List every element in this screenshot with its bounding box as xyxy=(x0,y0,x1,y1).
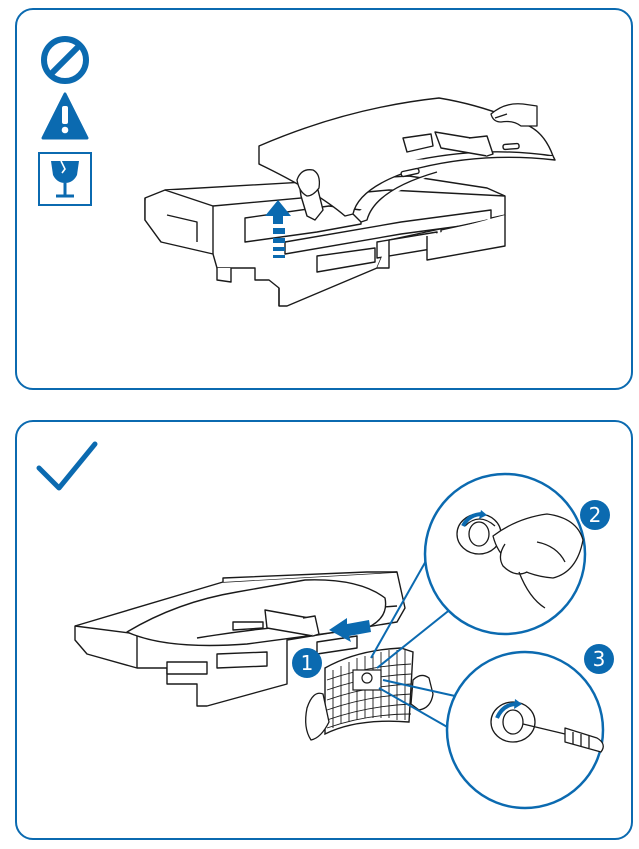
stand-base xyxy=(324,647,414,736)
monitor-in-packaging xyxy=(74,571,406,707)
arrow-left-icon xyxy=(329,618,371,642)
detail-circle-tighten-screwdriver xyxy=(445,650,605,810)
hand-left xyxy=(296,169,321,197)
instruction-panel-lift xyxy=(15,8,633,390)
monitor xyxy=(258,97,556,223)
warning-icon xyxy=(41,92,89,140)
checkmark-icon xyxy=(36,441,98,491)
step-badge-1: 1 xyxy=(292,648,322,678)
instruction-panel-attach: 1 2 3 xyxy=(15,420,633,840)
lift-illustration xyxy=(38,36,556,307)
fragile-glass-icon xyxy=(38,152,92,206)
attach-illustration xyxy=(36,441,605,810)
arrow-up-icon xyxy=(265,200,291,258)
detail-circle-tighten-by-hand xyxy=(423,472,587,636)
hand-right xyxy=(490,103,538,127)
packaging-foam xyxy=(144,175,506,307)
prohibited-icon xyxy=(41,36,89,84)
hands-holding-base xyxy=(305,674,434,741)
step-badge-2: 2 xyxy=(580,500,610,530)
step-badge-3: 3 xyxy=(584,644,614,674)
